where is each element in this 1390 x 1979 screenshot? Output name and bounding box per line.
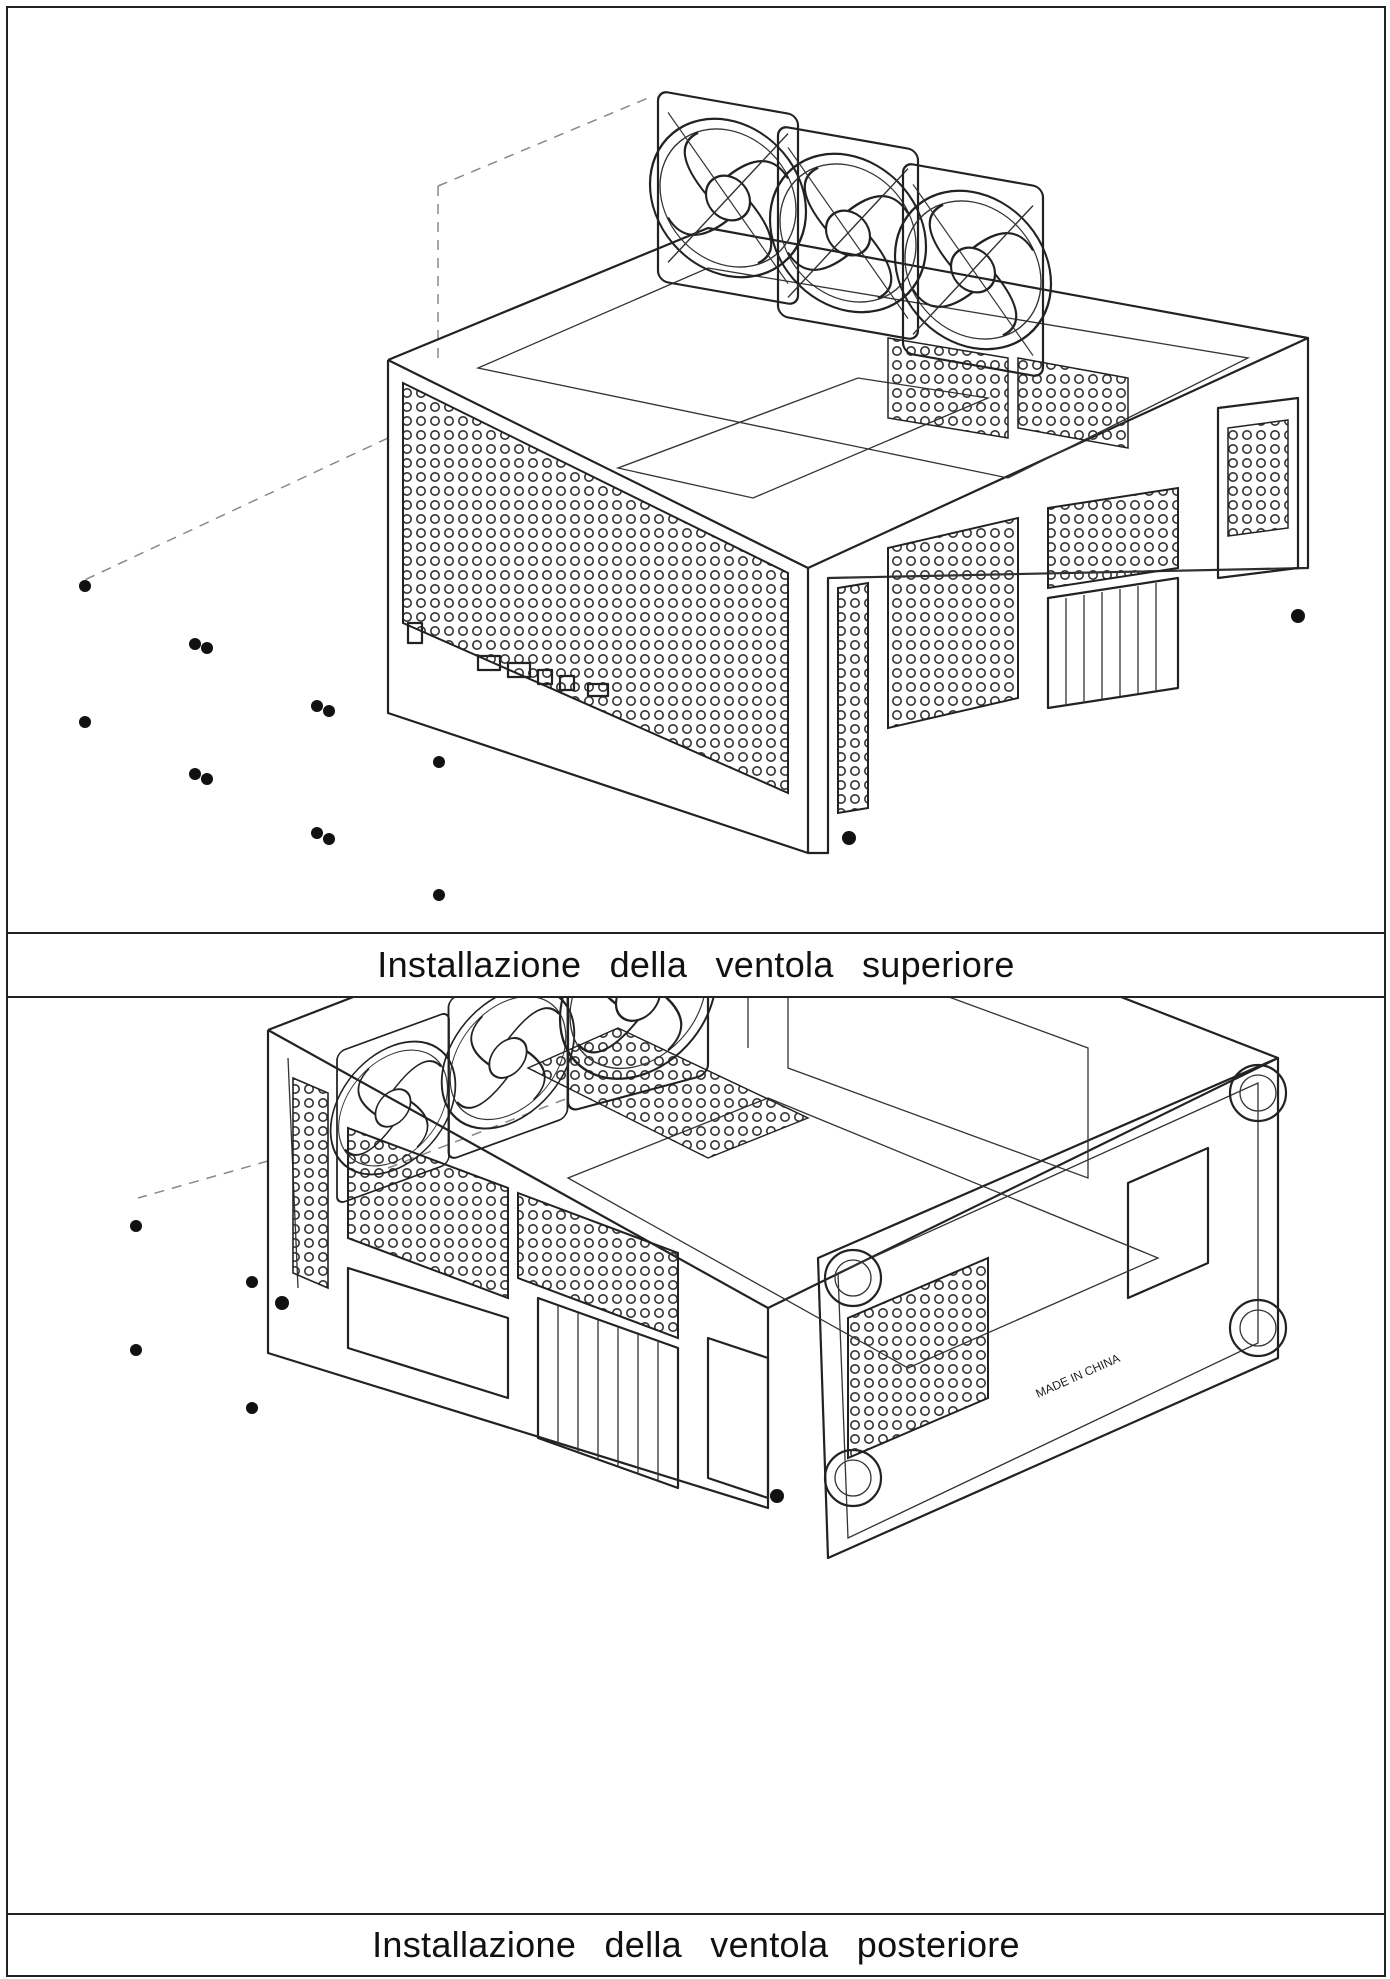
rear-fan-illustration: MADE IN CHINA xyxy=(8,998,1384,1913)
manual-page: Installazione della ventola superiore xyxy=(6,6,1386,1977)
top-fan-illustration xyxy=(8,8,1384,932)
top-fan-caption-text: Installazione della ventola superiore xyxy=(377,944,1015,985)
screw-set xyxy=(79,580,445,901)
case-stamp: MADE IN CHINA xyxy=(1034,1351,1123,1401)
screw-set xyxy=(130,1220,258,1414)
guide-line xyxy=(137,1097,569,1199)
rear-fan-caption: Installazione della ventola posteriore xyxy=(8,1913,1384,1975)
top-fan-caption: Installazione della ventola superiore xyxy=(8,932,1384,998)
guide-line xyxy=(77,97,649,584)
pc-case-rear-view: MADE IN CHINA xyxy=(266,998,1288,1560)
rear-fan-drawing: MADE IN CHINA xyxy=(130,998,1288,1560)
top-fan-drawing xyxy=(77,88,1310,901)
top-fan-1 xyxy=(648,88,808,308)
rear-fan-caption-text: Installazione della ventola posteriore xyxy=(372,1924,1020,1965)
pc-case-top-view xyxy=(386,226,1310,855)
